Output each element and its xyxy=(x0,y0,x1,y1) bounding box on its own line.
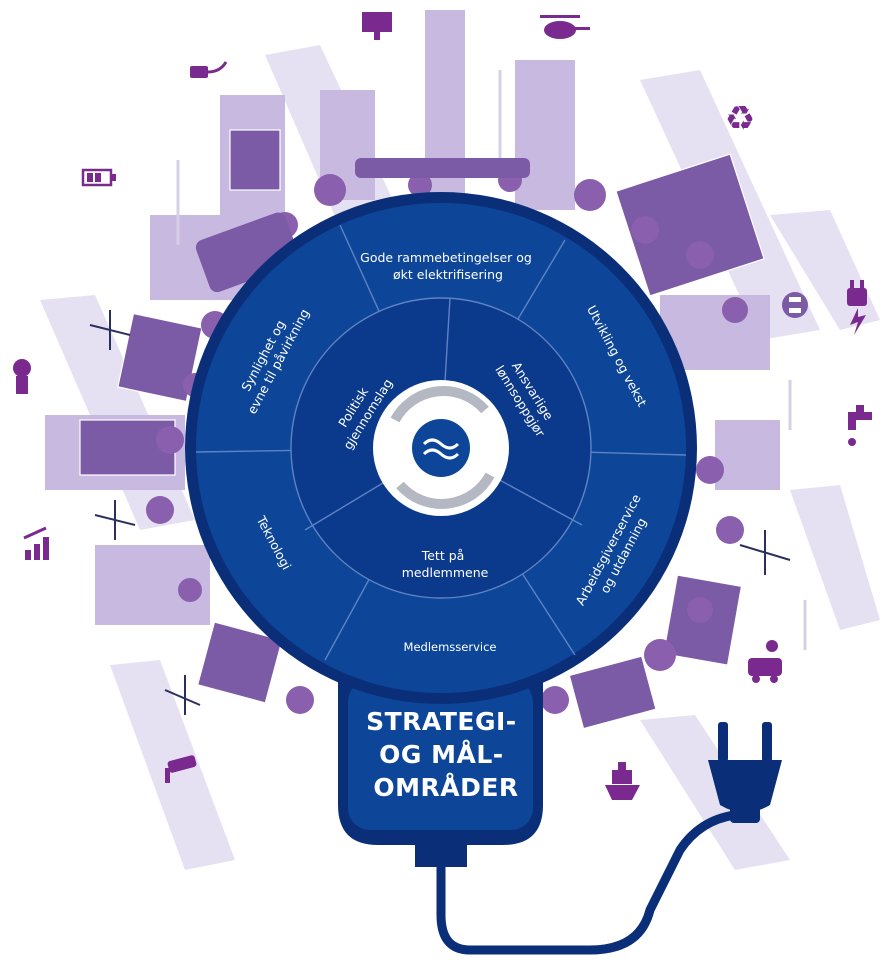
plug-head xyxy=(708,722,782,823)
plug-title: STRATEGI- OG MÅL- OMRÅDER xyxy=(366,707,526,802)
growth-chart-icon xyxy=(23,526,49,560)
logo-icon xyxy=(412,419,470,477)
power-cable xyxy=(436,810,740,955)
solar-panel-icon xyxy=(362,12,392,40)
ship-icon xyxy=(605,762,640,800)
electric-car-icon xyxy=(748,640,782,683)
city-illustration xyxy=(40,10,880,870)
helicopter-icon xyxy=(540,15,590,39)
electric-plug-icon xyxy=(847,280,867,335)
battery-icon xyxy=(81,168,116,187)
lightbulb-icon xyxy=(13,359,31,394)
recycle-icon: ♻ xyxy=(725,99,755,139)
water-tap-icon xyxy=(848,405,872,446)
strategy-wheel xyxy=(185,192,697,704)
label-medlemsservice: Medlemsservice xyxy=(404,640,497,654)
label-tett-pa-medlemmene: Tett på medlemmene xyxy=(402,548,489,580)
medical-cross-icon xyxy=(782,292,808,318)
plug-body xyxy=(338,660,543,867)
plug-icon xyxy=(190,61,228,78)
svg-text:♻: ♻ xyxy=(725,99,755,139)
surveillance-camera-icon xyxy=(165,755,197,783)
label-gode-rammebetingelser: Gode rammebetingelser og økt elektrifise… xyxy=(360,250,536,282)
